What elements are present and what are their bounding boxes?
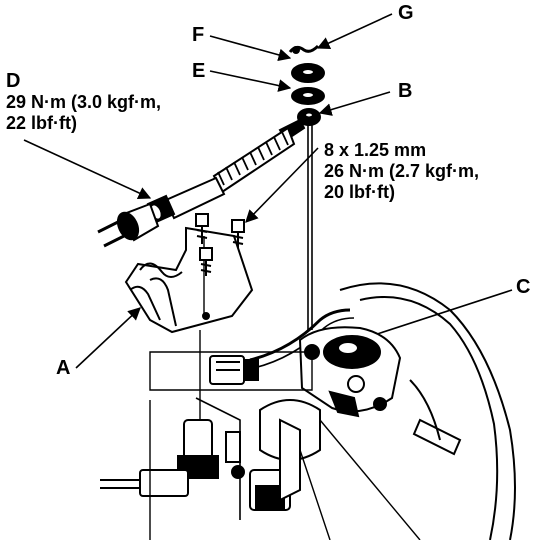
torque-spec-d-line2: 22 lbf·ft) [6,113,77,133]
cable-bracket-a [124,213,254,334]
bolt-spec-line1: 8 x 1.25 mm [324,140,427,160]
leader-f [209,35,292,62]
cable-end-hardware [288,44,325,330]
bracket-bolt-2 [231,219,245,248]
callout-b: B [398,80,413,102]
bracket-bolt-1 [195,213,209,244]
shift-position-sensor-c [298,326,402,418]
leader-bolt [245,147,319,223]
callout-f: F [192,24,205,46]
transmission-housing [100,282,516,540]
callout-g: G [398,2,414,24]
bolt-spec-line2: 26 N·m (2.7 kgf·m, [324,161,480,181]
leader-a [75,307,141,369]
leader-d [23,139,152,199]
torque-spec-d-line1: 29 N·m (3.0 kgf·m, [6,92,162,112]
harness-connector [209,355,259,385]
leader-g [316,13,393,50]
lower-left-fittings [100,399,321,511]
leader-b [318,91,391,116]
bolt-spec-line3: 20 lbf·ft) [324,182,395,202]
leader-e [209,70,292,92]
shift-cable [97,118,306,248]
callout-c: C [516,276,531,298]
callout-d: D [6,70,21,92]
bracket-bolt-3 [199,247,213,276]
callout-a: A [56,357,71,379]
callout-e: E [192,60,206,82]
